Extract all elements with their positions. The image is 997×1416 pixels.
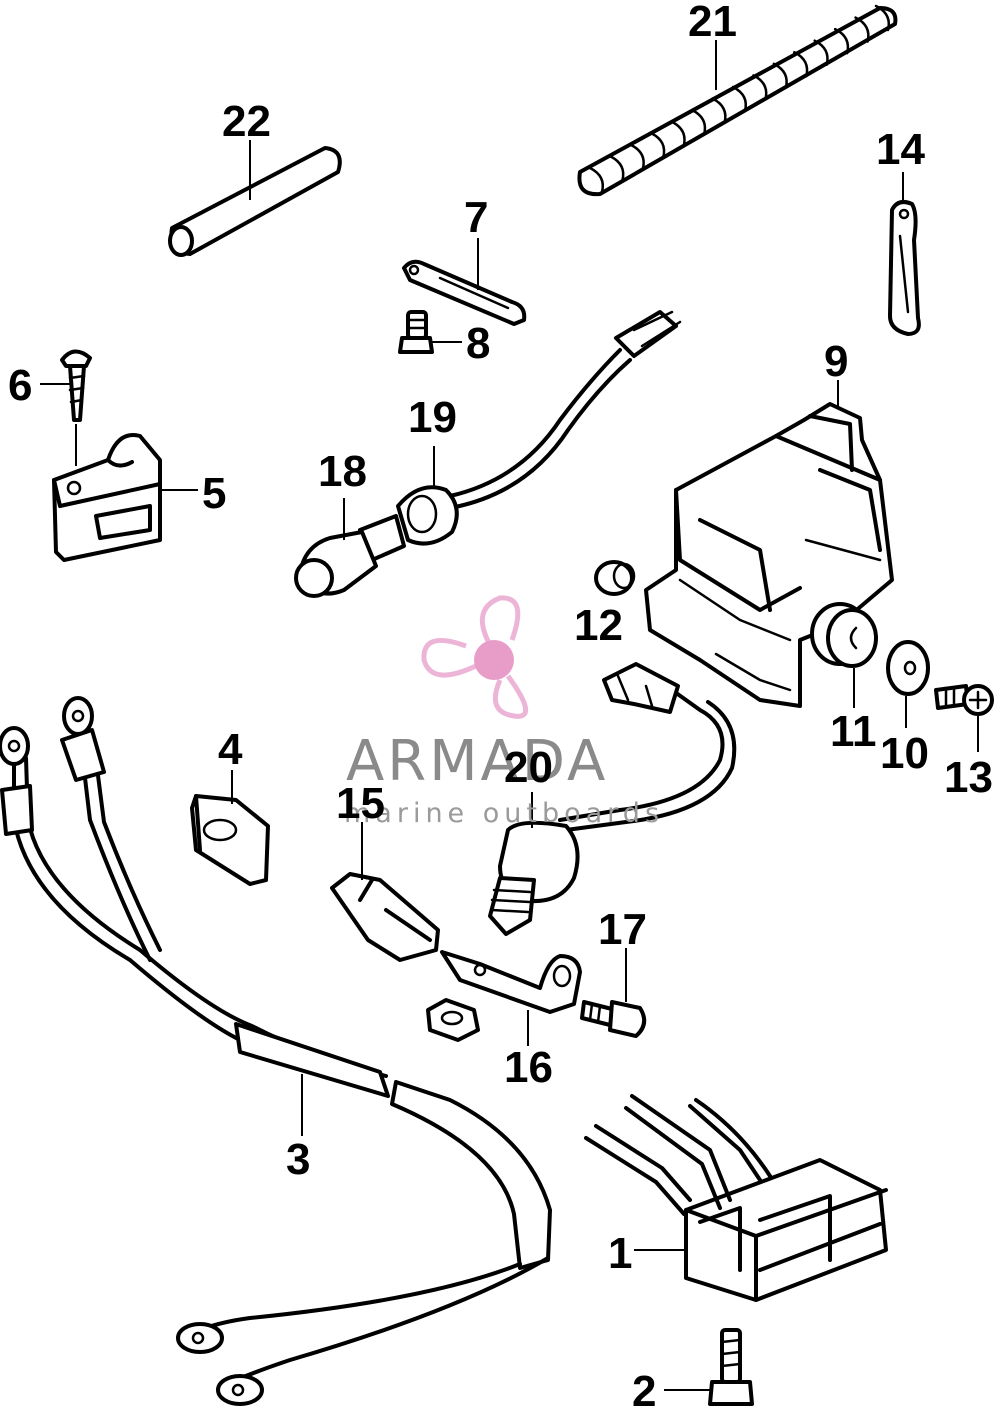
part-4-grommet [190,770,270,886]
watermark-brand: ARMADA [346,729,608,794]
watermark-tagline: marine outboards [344,798,664,829]
callout-2: 2 [632,1367,656,1416]
nut [426,998,480,1042]
part-9-bracket [644,380,894,708]
part-10-washer [886,640,930,728]
callout-19: 19 [408,393,457,442]
part-15-cover [330,822,440,962]
callout-13: 13 [944,753,993,802]
part-13-screw [934,684,994,752]
spiral-ring [833,27,850,55]
part-11-grommet [810,602,878,708]
spiral-ring [629,143,645,171]
part-22-tube [168,140,342,257]
part-18-19-indicator-assembly [294,310,682,598]
callout-20: 20 [504,743,553,792]
spiral-ring [874,4,890,32]
callout-22: 22 [222,97,271,146]
spiral-ring [650,132,666,159]
callout-3: 3 [286,1135,310,1184]
callout-16: 16 [504,1043,553,1092]
callout-14: 14 [876,125,925,174]
part-8-bolt [398,310,462,354]
part-6-screw [40,349,92,466]
spiral-ring [588,166,604,194]
part-2-bolt [664,1328,754,1406]
part-7-clamp [402,238,527,326]
spiral-ring [670,120,686,147]
spiral-ring [731,85,747,113]
spiral-ring [772,62,788,90]
part-3-harness [0,696,552,1406]
part-17-bolt [580,948,647,1038]
part-21-spiral-wrap [577,4,898,197]
callout-7: 7 [464,193,488,242]
part-5-cable-holder [52,433,198,562]
spiral-ring [752,74,768,101]
callout-5: 5 [202,469,226,518]
watermark: ARMADA marine outboards [344,595,664,829]
spiral-ring [813,39,829,66]
callout-12: 12 [574,601,623,650]
spiral-ring [793,51,809,78]
callout-21: 21 [688,0,737,46]
propeller-logo-icon [421,595,529,719]
callout-10: 10 [880,729,929,778]
callout-17: 17 [598,905,647,954]
callout-4: 4 [218,725,243,774]
part-20-switch [488,662,737,936]
part-12-cap [594,560,636,596]
callout-9: 9 [824,337,848,386]
part-16-plate [440,950,582,1046]
callout-11: 11 [830,707,877,756]
callout-8: 8 [466,319,490,368]
callout-6: 6 [8,361,32,410]
callout-1: 1 [608,1229,632,1278]
callout-18: 18 [318,447,367,496]
part-14-strap [888,172,921,336]
callout-15: 15 [336,779,385,828]
spiral-ring [854,16,870,43]
spiral-ring [609,155,625,182]
spiral-ring [711,97,727,124]
part-1-regulator [584,1094,888,1302]
spiral-ring [690,108,707,136]
